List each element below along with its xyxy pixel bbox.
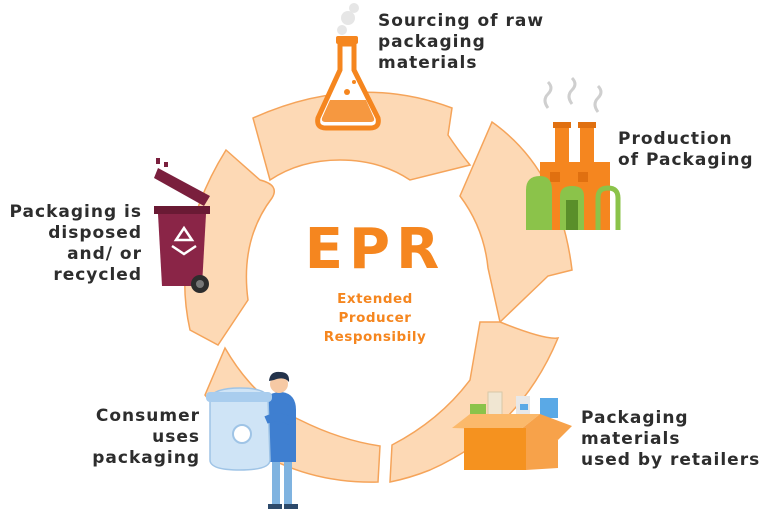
stage-label-sourcing: Sourcing of raw packaging materials — [378, 11, 544, 74]
arrow-segment-right — [459, 120, 573, 324]
recycle-bin-icon — [154, 158, 210, 293]
center-subtitle-line: Producer — [338, 310, 412, 326]
center-subtitle-line: Responsibily — [323, 329, 427, 345]
arrow-segment-bottom-right — [389, 321, 560, 483]
stage-label-line: Production — [618, 129, 733, 149]
center-subtitle: Extended Producer Responsibily — [285, 290, 465, 347]
stage-label-line: materials — [581, 429, 681, 449]
factory-icon — [526, 76, 621, 230]
stage-label-line: Sourcing of raw — [378, 11, 545, 31]
flask-icon — [315, 3, 381, 131]
stage-label-line: Packaging is — [9, 202, 142, 222]
stage-label-line: packaging — [378, 32, 486, 52]
stage-label-line: Consumer — [95, 406, 200, 426]
box-icon — [452, 391, 572, 470]
center-title: EPR — [304, 217, 446, 282]
stage-label-line: recycled — [53, 265, 142, 285]
stage-label-line: used by retailers — [581, 450, 761, 470]
stage-label-line: uses — [152, 427, 200, 447]
stage-label-consumer: Consumer uses packaging — [60, 406, 200, 469]
center-subtitle-line: Extended — [337, 291, 413, 307]
stage-label-disposal: Packaging is disposed and/ or recycled — [0, 202, 142, 286]
stage-label-production: Production of Packaging — [618, 129, 754, 171]
stage-label-line: Packaging — [581, 408, 689, 428]
stage-label-line: materials — [378, 53, 478, 73]
stage-label-line: disposed — [48, 223, 142, 243]
stage-label-line: of Packaging — [618, 150, 754, 170]
consumer-icon — [206, 371, 298, 509]
stage-label-line: and/ or — [67, 244, 142, 264]
stage-label-retailers: Packaging materials used by retailers — [581, 408, 760, 471]
stage-label-line: packaging — [92, 448, 200, 468]
